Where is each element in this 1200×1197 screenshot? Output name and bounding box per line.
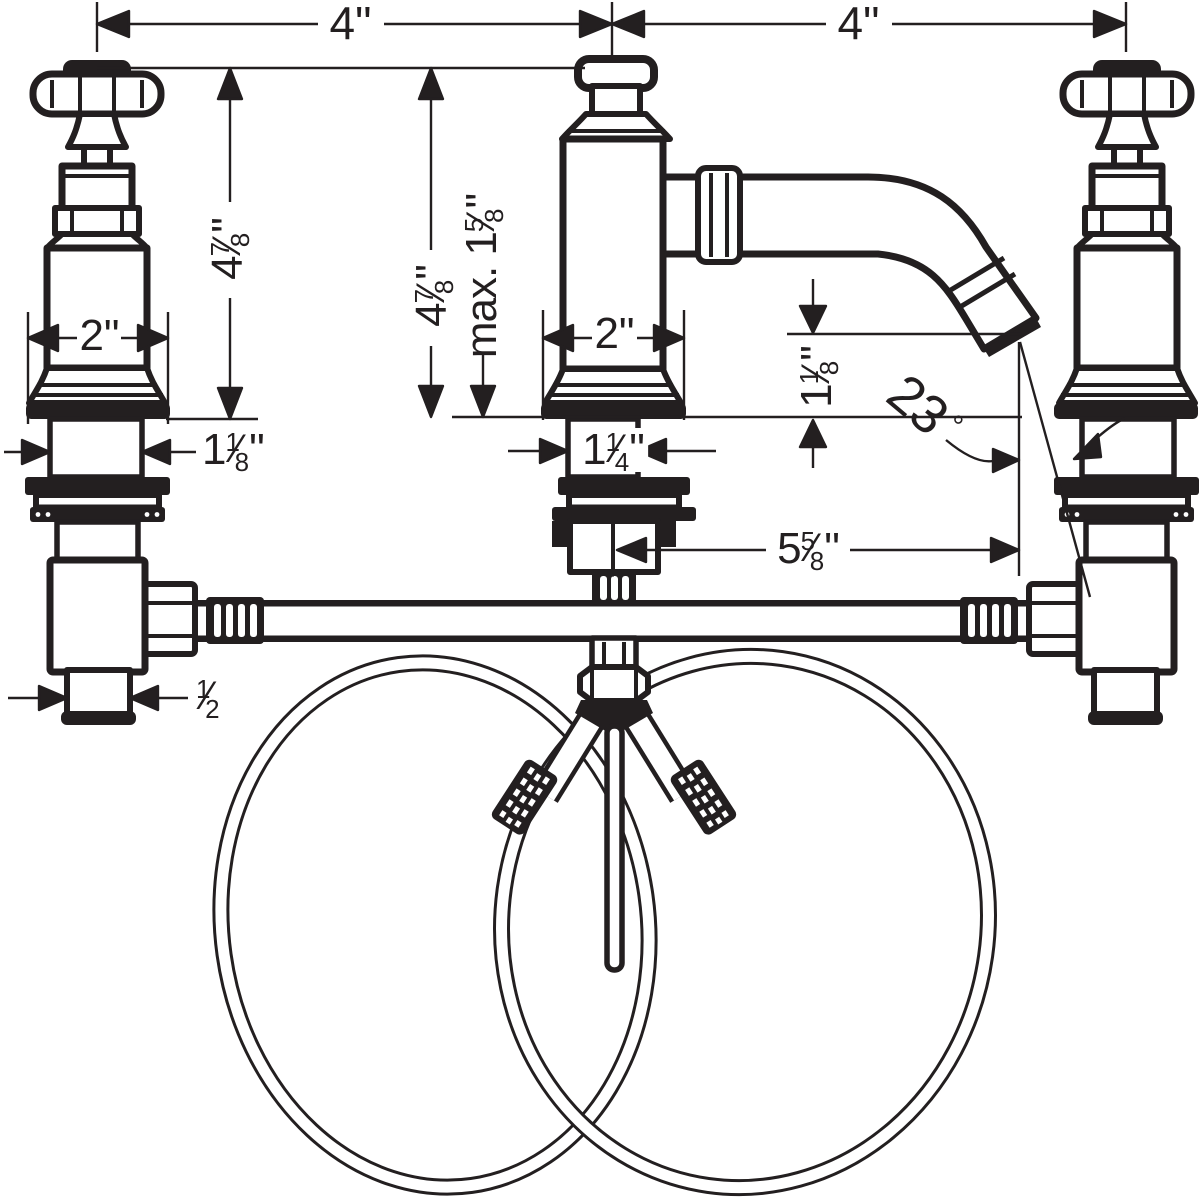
dim-handle-spacing-right: 4" xyxy=(837,0,880,49)
inlet-tailpiece xyxy=(64,667,133,719)
handle-taper xyxy=(65,111,129,150)
right-valve-with-cross-handle xyxy=(1029,60,1199,725)
threaded-stub xyxy=(589,635,639,672)
center-fittings xyxy=(575,635,653,736)
tailpiece-end xyxy=(61,711,136,725)
braided-crimp-right xyxy=(670,759,737,835)
side-outlet-nut xyxy=(140,581,198,657)
dim-handle-height: 47⁄8" xyxy=(203,218,255,280)
center-connector-braid xyxy=(592,571,636,605)
tube-braid-left xyxy=(206,597,264,644)
dim-spout-height: 47⁄8" xyxy=(407,265,459,327)
dim-handle-spacing-left: 4" xyxy=(329,0,372,49)
threaded-shank xyxy=(54,519,141,565)
shank xyxy=(47,416,145,480)
tube-braid-right xyxy=(960,597,1018,644)
dim-connection-size: 1⁄2 xyxy=(196,674,220,724)
dim-outlet-height: 11⁄8" xyxy=(792,346,844,408)
dim-max-clearance: max. 15⁄8" xyxy=(457,193,509,359)
supply-tube xyxy=(190,571,1034,644)
aerator-tip xyxy=(984,318,1041,357)
braided-crimp-left xyxy=(491,759,558,835)
spout-washer xyxy=(552,507,696,521)
dim-spout-reach: 55⁄8" xyxy=(777,524,840,576)
pop-up-rod xyxy=(604,723,625,973)
mounting-flange xyxy=(25,477,170,495)
valve-body-upper xyxy=(43,244,151,372)
dim-spout-shank-diameter: 11⁄4" xyxy=(578,428,648,475)
valve-with-cross-handle xyxy=(25,60,198,725)
dim-handle-base-diameter: 2" xyxy=(79,311,119,360)
compression-nut xyxy=(577,664,651,704)
spout xyxy=(541,55,1041,577)
dim-spout-base-diameter: 2" xyxy=(594,309,634,358)
hose-wye xyxy=(575,700,653,736)
arm-collar xyxy=(695,165,743,265)
dimension-lines xyxy=(4,2,1128,712)
base-band xyxy=(26,403,170,419)
bonnet-hex xyxy=(52,205,142,237)
dim-handle-shank-diameter: 11⁄8" xyxy=(202,425,265,477)
finial-flare xyxy=(559,111,673,142)
supply-hose-loops xyxy=(212,647,997,1197)
mounting-washer xyxy=(30,507,165,522)
valve-body-lower xyxy=(46,556,149,676)
spout-base-band xyxy=(541,403,686,419)
cartridge xyxy=(58,162,136,214)
finial-neck xyxy=(589,83,643,117)
spout-flange xyxy=(558,477,690,495)
